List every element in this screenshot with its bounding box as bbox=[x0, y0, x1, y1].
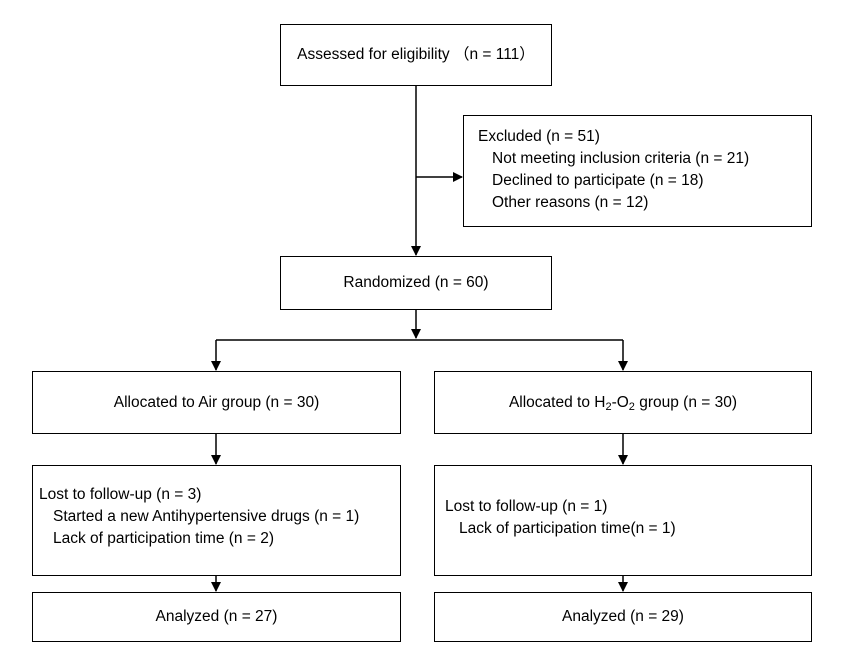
h2-analyzed-text: Analyzed (n = 29) bbox=[562, 608, 684, 625]
h2-allocated-subscript: 2 bbox=[628, 400, 635, 413]
h2-lost-title: Lost to follow-up (n = 1) bbox=[445, 498, 608, 515]
assessed-box: Assessed for eligibility （n = 111） bbox=[280, 24, 552, 86]
air-allocated-text: Allocated to Air group (n = 30) bbox=[113, 393, 320, 411]
randomized-box: Randomized (n = 60) bbox=[280, 256, 552, 310]
excluded-title: Excluded (n = 51) bbox=[478, 128, 600, 145]
h2-allocated-subscript: 2 bbox=[605, 400, 612, 413]
h2-lost-reason: Lack of participation time(n = 1) bbox=[459, 520, 676, 537]
excluded-reason: Not meeting inclusion criteria (n = 21) bbox=[492, 150, 750, 167]
h2-allocated-suffix: group (n = 30) bbox=[634, 393, 738, 411]
h2-allocated-prefix: Allocated to H bbox=[508, 393, 606, 411]
air-analyzed-text: Analyzed (n = 27) bbox=[155, 608, 278, 625]
h2-allocated-box: Allocated to H2-O2 group (n = 30) bbox=[434, 371, 812, 434]
excluded-box: Excluded (n = 51) Not meeting inclusion … bbox=[463, 115, 812, 227]
air-allocated-box: Allocated to Air group (n = 30) bbox=[32, 371, 401, 434]
h2-allocated-text: Allocated to H2-O2 group (n = 30) bbox=[509, 392, 737, 414]
excluded-reason: Declined to participate (n = 18) bbox=[492, 172, 704, 189]
h2-lost-box: Lost to follow-up (n = 1) Lack of partic… bbox=[434, 465, 812, 576]
air-lost-title: Lost to follow-up (n = 3) bbox=[39, 486, 202, 503]
air-lost-reason: Started a new Antihypertensive drugs (n … bbox=[53, 508, 360, 525]
h2-analyzed-box: Analyzed (n = 29) bbox=[434, 592, 812, 642]
excluded-reason: Other reasons (n = 12) bbox=[492, 194, 649, 211]
air-lost-reason: Lack of participation time (n = 2) bbox=[53, 530, 274, 547]
air-analyzed-box: Analyzed (n = 27) bbox=[32, 592, 401, 642]
assessed-text: Assessed for eligibility （n = 111） bbox=[297, 46, 535, 63]
h2-allocated-mid: -O bbox=[611, 393, 629, 411]
randomized-text: Randomized (n = 60) bbox=[343, 274, 489, 291]
air-lost-box: Lost to follow-up (n = 3) Started a new … bbox=[32, 465, 401, 576]
